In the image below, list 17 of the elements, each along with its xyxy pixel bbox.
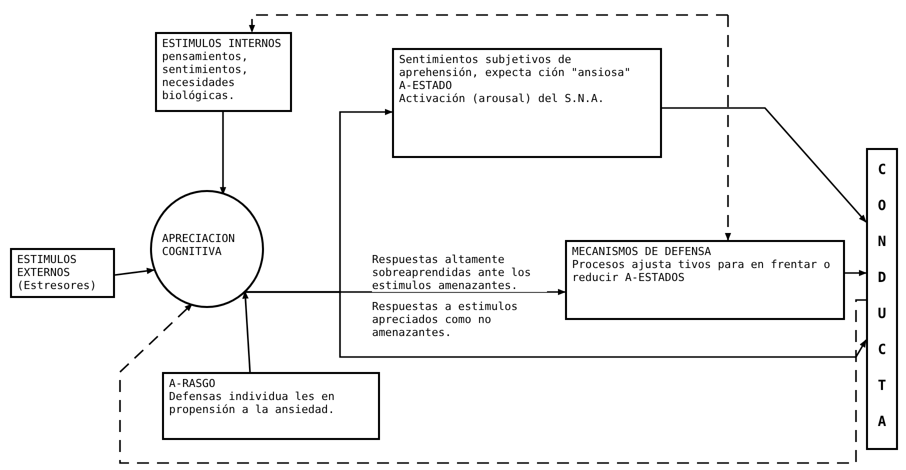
trait-box: A-RASGO Defensas individua les en propensión a la ansiedad. — [162, 372, 380, 440]
appraisal-circle: APRECIACION COGNITIVA — [150, 190, 264, 308]
behavior-box: CONDUCTA — [866, 148, 898, 450]
dashed-arrow — [248, 14, 728, 33]
dashed-arrow — [724, 15, 732, 241]
arrow — [114, 268, 155, 276]
stimulus-box: ESTIMULOS EXTERNOS (Estresores) — [10, 248, 115, 298]
defense-box: MECANISMOS DE DEFENSA Procesos ajusta tivos para en frentar o reducir A-ESTADOS — [565, 240, 845, 320]
dashed-arrow — [119, 299, 866, 464]
arrow — [242, 290, 251, 372]
stimulus-box: ESTIMULOS INTERNOS pensamientos, sentimientos, necesidades biológicas. — [155, 32, 292, 112]
arrow — [244, 291, 867, 358]
arrow — [662, 107, 867, 223]
edge-label: Respuestas altamente sobreaprendidas ante los estimulos amenazantes. — [372, 253, 547, 292]
state-box: Sentimientos subjetivos de aprehensión, expecta ción "ansiosa" A-ESTADO Activación (arousal) del S.N.A. — [392, 48, 662, 158]
arrow — [220, 112, 226, 196]
arrow — [845, 270, 867, 276]
